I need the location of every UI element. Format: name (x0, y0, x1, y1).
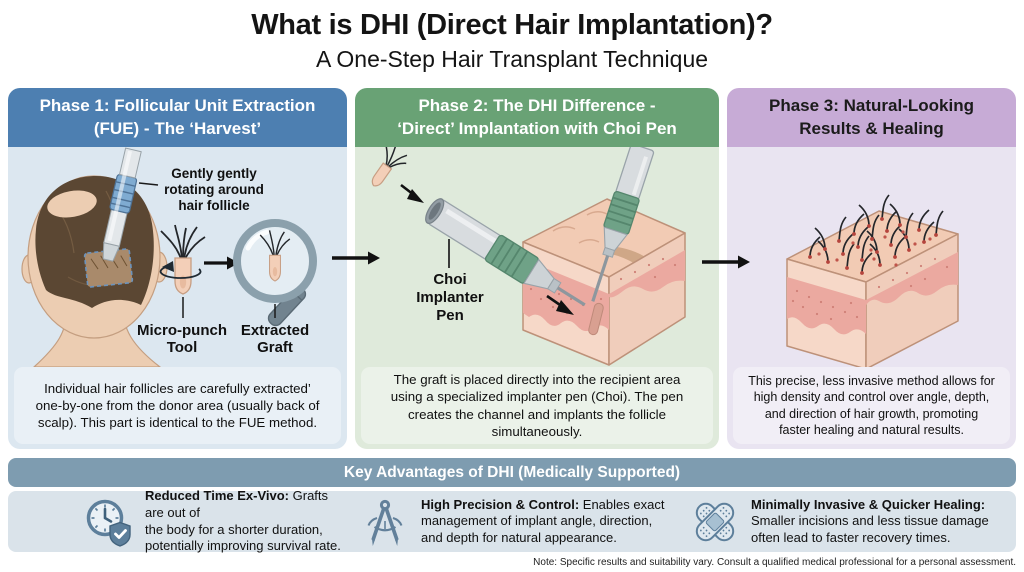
advantage-body: Grafts are out of the body for a shorter… (145, 488, 341, 554)
label-leader-line (138, 182, 159, 186)
punch-tool (102, 147, 142, 262)
advantage-body: Smaller incisions and less tissue damage… (751, 513, 989, 545)
extracted-graft-label: Extracted Graft (240, 322, 310, 357)
advantages-row: Reduced Time Ex-Vivo: Grafts are out of … (8, 488, 1016, 555)
micro-punch-label: Micro-punch Tool (137, 322, 227, 357)
phase1-illustration: Gently gently rotating around hair folli… (8, 147, 347, 367)
phase2-to-phase3-arrow-icon (702, 255, 750, 269)
advantage-body: Enables exact management of implant angl… (421, 496, 665, 545)
phase2-header: Phase 2: The DHI Difference - ‘Direct’ I… (355, 88, 719, 147)
phase1-description: Individual hair follicles are carefully … (35, 380, 320, 431)
phase2-body: Choi Implanter Pen The graft is placed d… (355, 147, 719, 449)
step-arrow-icon (204, 256, 239, 270)
donor-area-patch (83, 248, 134, 288)
advantages-bar: Key Advantages of DHI (Medically Support… (8, 458, 1016, 487)
implanted-graft (588, 302, 604, 336)
page-subtitle: A One-Step Hair Transplant Technique (315, 46, 709, 72)
phase2-description: The graft is placed directly into the re… (390, 371, 684, 439)
choi-implanter-pen (425, 198, 586, 307)
rotating-label: Gently gently rotating around hair folli… (164, 166, 264, 213)
implanted-hairs (807, 194, 944, 276)
phase3-header: Phase 3: Natural-Looking Results & Heali… (727, 88, 1016, 147)
phase3-text-card: This precise, less invasive method allow… (733, 367, 1010, 444)
advantage-title: Minimally Invasive & Quicker Healing: (751, 496, 986, 512)
clock-shield-icon (86, 499, 131, 547)
implanted-hair-result-illustration (786, 194, 959, 367)
page-title: What is DHI (Direct Hair Implantation)? (251, 9, 773, 41)
insertion-arrow-icon (546, 294, 574, 315)
phase2-illustration: Choi Implanter Pen (355, 147, 719, 367)
healed-skin-block (786, 210, 959, 367)
advantage-text: Reduced Time Ex-Vivo: Grafts are out of … (145, 488, 350, 555)
phase2-panel: Phase 2: The DHI Difference - ‘Direct’ I… (355, 88, 719, 449)
load-arrow-icon (400, 183, 424, 203)
phase1-header: Phase 1: Follicular Unit Extraction (FUE… (8, 88, 347, 147)
choi-pen-label: Choi Implanter Pen (416, 271, 484, 324)
bandage-icon (695, 502, 735, 541)
advantage-title: High Precision & Control: (421, 496, 580, 512)
advantage-item-healing: Minimally Invasive & Quicker Healing: Sm… (690, 491, 1016, 552)
choi-pen-implantation-illustration (371, 147, 686, 366)
compass-icon (367, 499, 403, 546)
phase1-to-phase2-arrow-icon (332, 251, 380, 265)
graft-to-load (371, 147, 408, 187)
phase3-description: This precise, less invasive method allow… (748, 374, 995, 437)
phase1-body: Gently gently rotating around hair folli… (8, 147, 347, 449)
magnifier-graft (233, 219, 317, 327)
phase3-panel: Phase 3: Natural-Looking Results & Heali… (727, 88, 1016, 449)
advantage-item-time: Reduced Time Ex-Vivo: Grafts are out of … (84, 488, 350, 555)
phase1-panel: Phase 1: Follicular Unit Extraction (FUE… (8, 88, 347, 449)
follicle-rotation (159, 224, 206, 295)
phase3-illustration (727, 147, 1016, 367)
phase2-text-card: The graft is placed directly into the re… (361, 367, 713, 444)
advantage-text: High Precision & Control: Enables exact … (421, 497, 664, 547)
advantage-item-precision: High Precision & Control: Enables exact … (360, 491, 682, 552)
phase1-text-card: Individual hair follicles are carefully … (14, 367, 341, 444)
advantage-title: Reduced Time Ex-Vivo: (145, 488, 290, 504)
advantage-text: Minimally Invasive & Quicker Healing: Sm… (751, 497, 989, 547)
choi-pen-inserting (591, 147, 655, 302)
phase3-body: This precise, less invasive method allow… (727, 147, 1016, 449)
head-extraction-illustration (21, 147, 317, 367)
disclaimer-note: Note: Specific results and suitability v… (533, 557, 1016, 568)
